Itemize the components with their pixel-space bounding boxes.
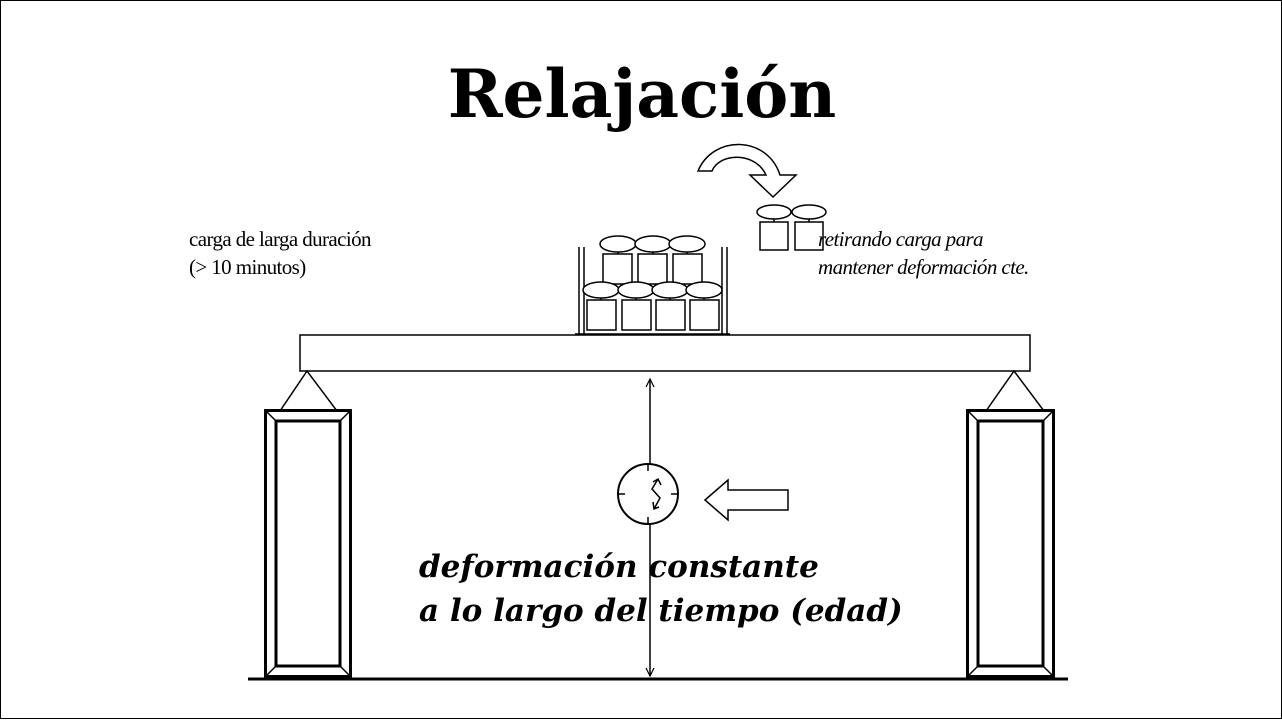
weight-icon <box>582 281 620 331</box>
right-support-triangle <box>984 369 1046 412</box>
removing-load-note: retirando carga para mantener deformació… <box>818 225 1029 281</box>
long-duration-load-line-2: (> 10 minutos) <box>189 255 306 279</box>
weight-icon <box>668 235 706 285</box>
weight-stack-lower <box>582 281 723 331</box>
long-duration-load-line-1: carga de larga duración <box>189 227 372 251</box>
caption-line-1: deformación constante <box>419 549 819 585</box>
clock-icon <box>617 463 679 525</box>
left-column <box>264 409 352 678</box>
weight-stack-upper <box>599 235 706 285</box>
slide-title: Relajación <box>447 55 837 133</box>
right-column <box>966 409 1055 678</box>
curved-arrow-icon <box>696 143 798 199</box>
constant-deformation-caption: deformación constante a lo largo del tie… <box>419 545 903 633</box>
removing-load-line-2: mantener deformación cte. <box>818 255 1029 279</box>
removed-weights <box>756 204 827 251</box>
beam <box>299 334 1031 372</box>
long-duration-load-note: carga de larga duración (> 10 minutos) <box>189 225 372 281</box>
weight-icon <box>617 281 655 331</box>
removing-load-line-1: retirando carga para <box>818 227 984 251</box>
weight-icon <box>634 235 672 285</box>
left-support-triangle <box>278 369 339 412</box>
weight-icon <box>791 204 827 251</box>
weight-icon <box>651 281 689 331</box>
weight-icon <box>599 235 637 285</box>
weight-icon <box>756 204 792 251</box>
deflection-dimension-arrow <box>645 377 655 678</box>
weight-icon <box>685 281 723 331</box>
left-arrow-icon <box>703 478 789 522</box>
caption-line-2: a lo largo del tiempo (edad) <box>419 593 903 629</box>
